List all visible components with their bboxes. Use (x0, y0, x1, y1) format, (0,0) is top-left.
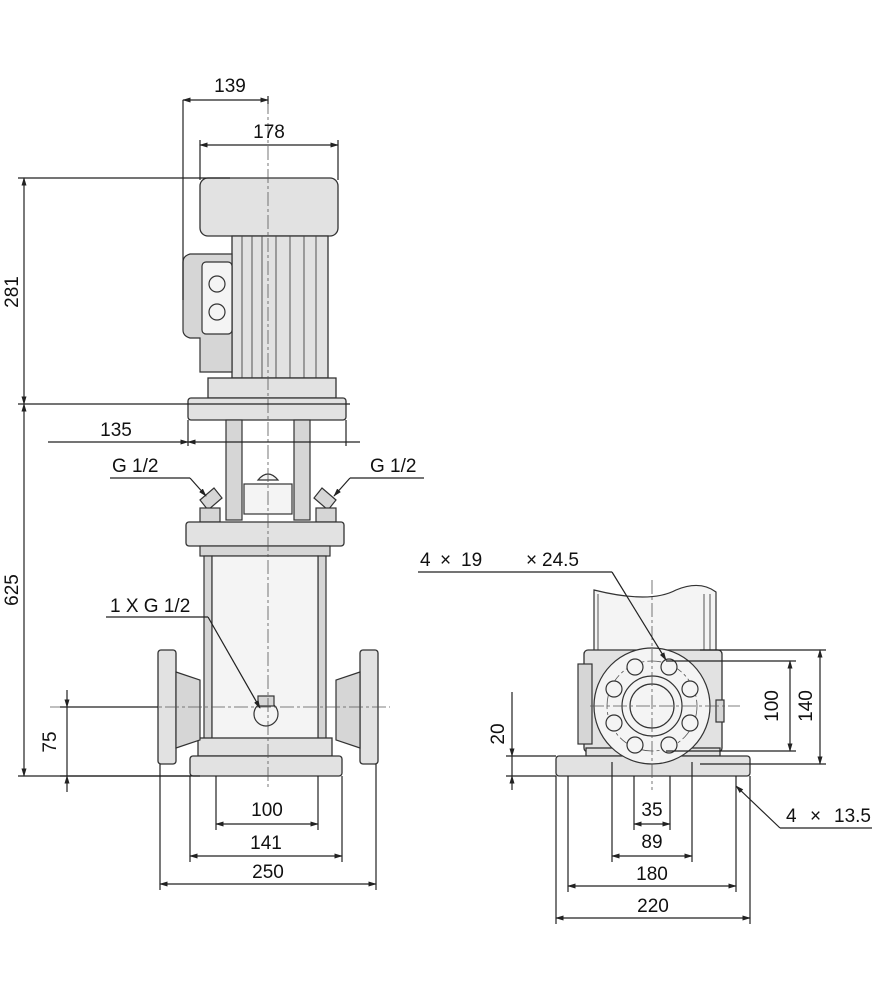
motor-stool-flange (187, 397, 347, 421)
pump-head (185, 521, 345, 547)
dim-89: 89 (641, 832, 662, 853)
label-holes-bottom-diam: 13.5 (834, 806, 871, 827)
label-holes-bottom-x: × (810, 806, 821, 827)
front-view (50, 100, 390, 790)
label-drain: 1 X G 1/2 (110, 596, 190, 617)
label-holes-bottom-count: 4 (786, 806, 797, 827)
label-g-left: G 1/2 (112, 456, 158, 477)
dim-100-side: 100 (762, 690, 783, 722)
dim-180: 180 (636, 864, 668, 885)
side-housing-side (715, 699, 725, 723)
pump-base (197, 737, 333, 757)
side-housing-left (577, 663, 593, 745)
side-view (555, 580, 751, 790)
dim-281: 281 (2, 276, 23, 308)
base-plate (189, 755, 343, 777)
tie-bolt-right (317, 555, 327, 753)
label-holes-top-count: 4 (420, 550, 431, 571)
cable-gland-bottom (208, 303, 226, 321)
motor-fins (241, 236, 317, 378)
side-sleeve (593, 584, 717, 652)
cable-gland-top (208, 275, 226, 293)
bolt-holes (605, 658, 699, 754)
pump-head-lower (199, 545, 331, 557)
dim-141: 141 (250, 833, 282, 854)
front-dimensions: 139 178 281 135 625 75 100 (2, 76, 424, 890)
dim-139: 139 (214, 76, 246, 97)
priming-screw-left (199, 487, 223, 523)
dim-625: 625 (2, 574, 23, 606)
label-g-right: G 1/2 (370, 456, 416, 477)
label-holes-top-x2: × (526, 550, 537, 571)
dim-35: 35 (641, 800, 662, 821)
side-dimensions: 4 × 19 × 24.5 100 140 20 35 89 180 (418, 550, 872, 924)
motor-base (207, 377, 337, 399)
dim-220: 220 (637, 896, 669, 917)
dim-140: 140 (796, 690, 817, 722)
dim-135: 135 (100, 420, 132, 441)
dim-178: 178 (253, 122, 285, 143)
tie-bolt-left (203, 555, 213, 753)
terminal-cover (201, 261, 233, 335)
coupling-right (293, 419, 311, 521)
dim-250: 250 (252, 862, 284, 883)
motor-body (231, 235, 329, 379)
dim-20: 20 (488, 723, 509, 744)
label-holes-top-diam: 19 (461, 550, 482, 571)
priming-screw-right (313, 487, 337, 523)
coupling-left (225, 419, 243, 521)
label-holes-top-depth: 24.5 (542, 550, 579, 571)
drain-plug-head (257, 695, 275, 707)
motor-cap (199, 177, 339, 237)
dim-100-base: 100 (251, 800, 283, 821)
dim-75: 75 (40, 731, 61, 752)
label-holes-top-x: × (440, 550, 451, 571)
